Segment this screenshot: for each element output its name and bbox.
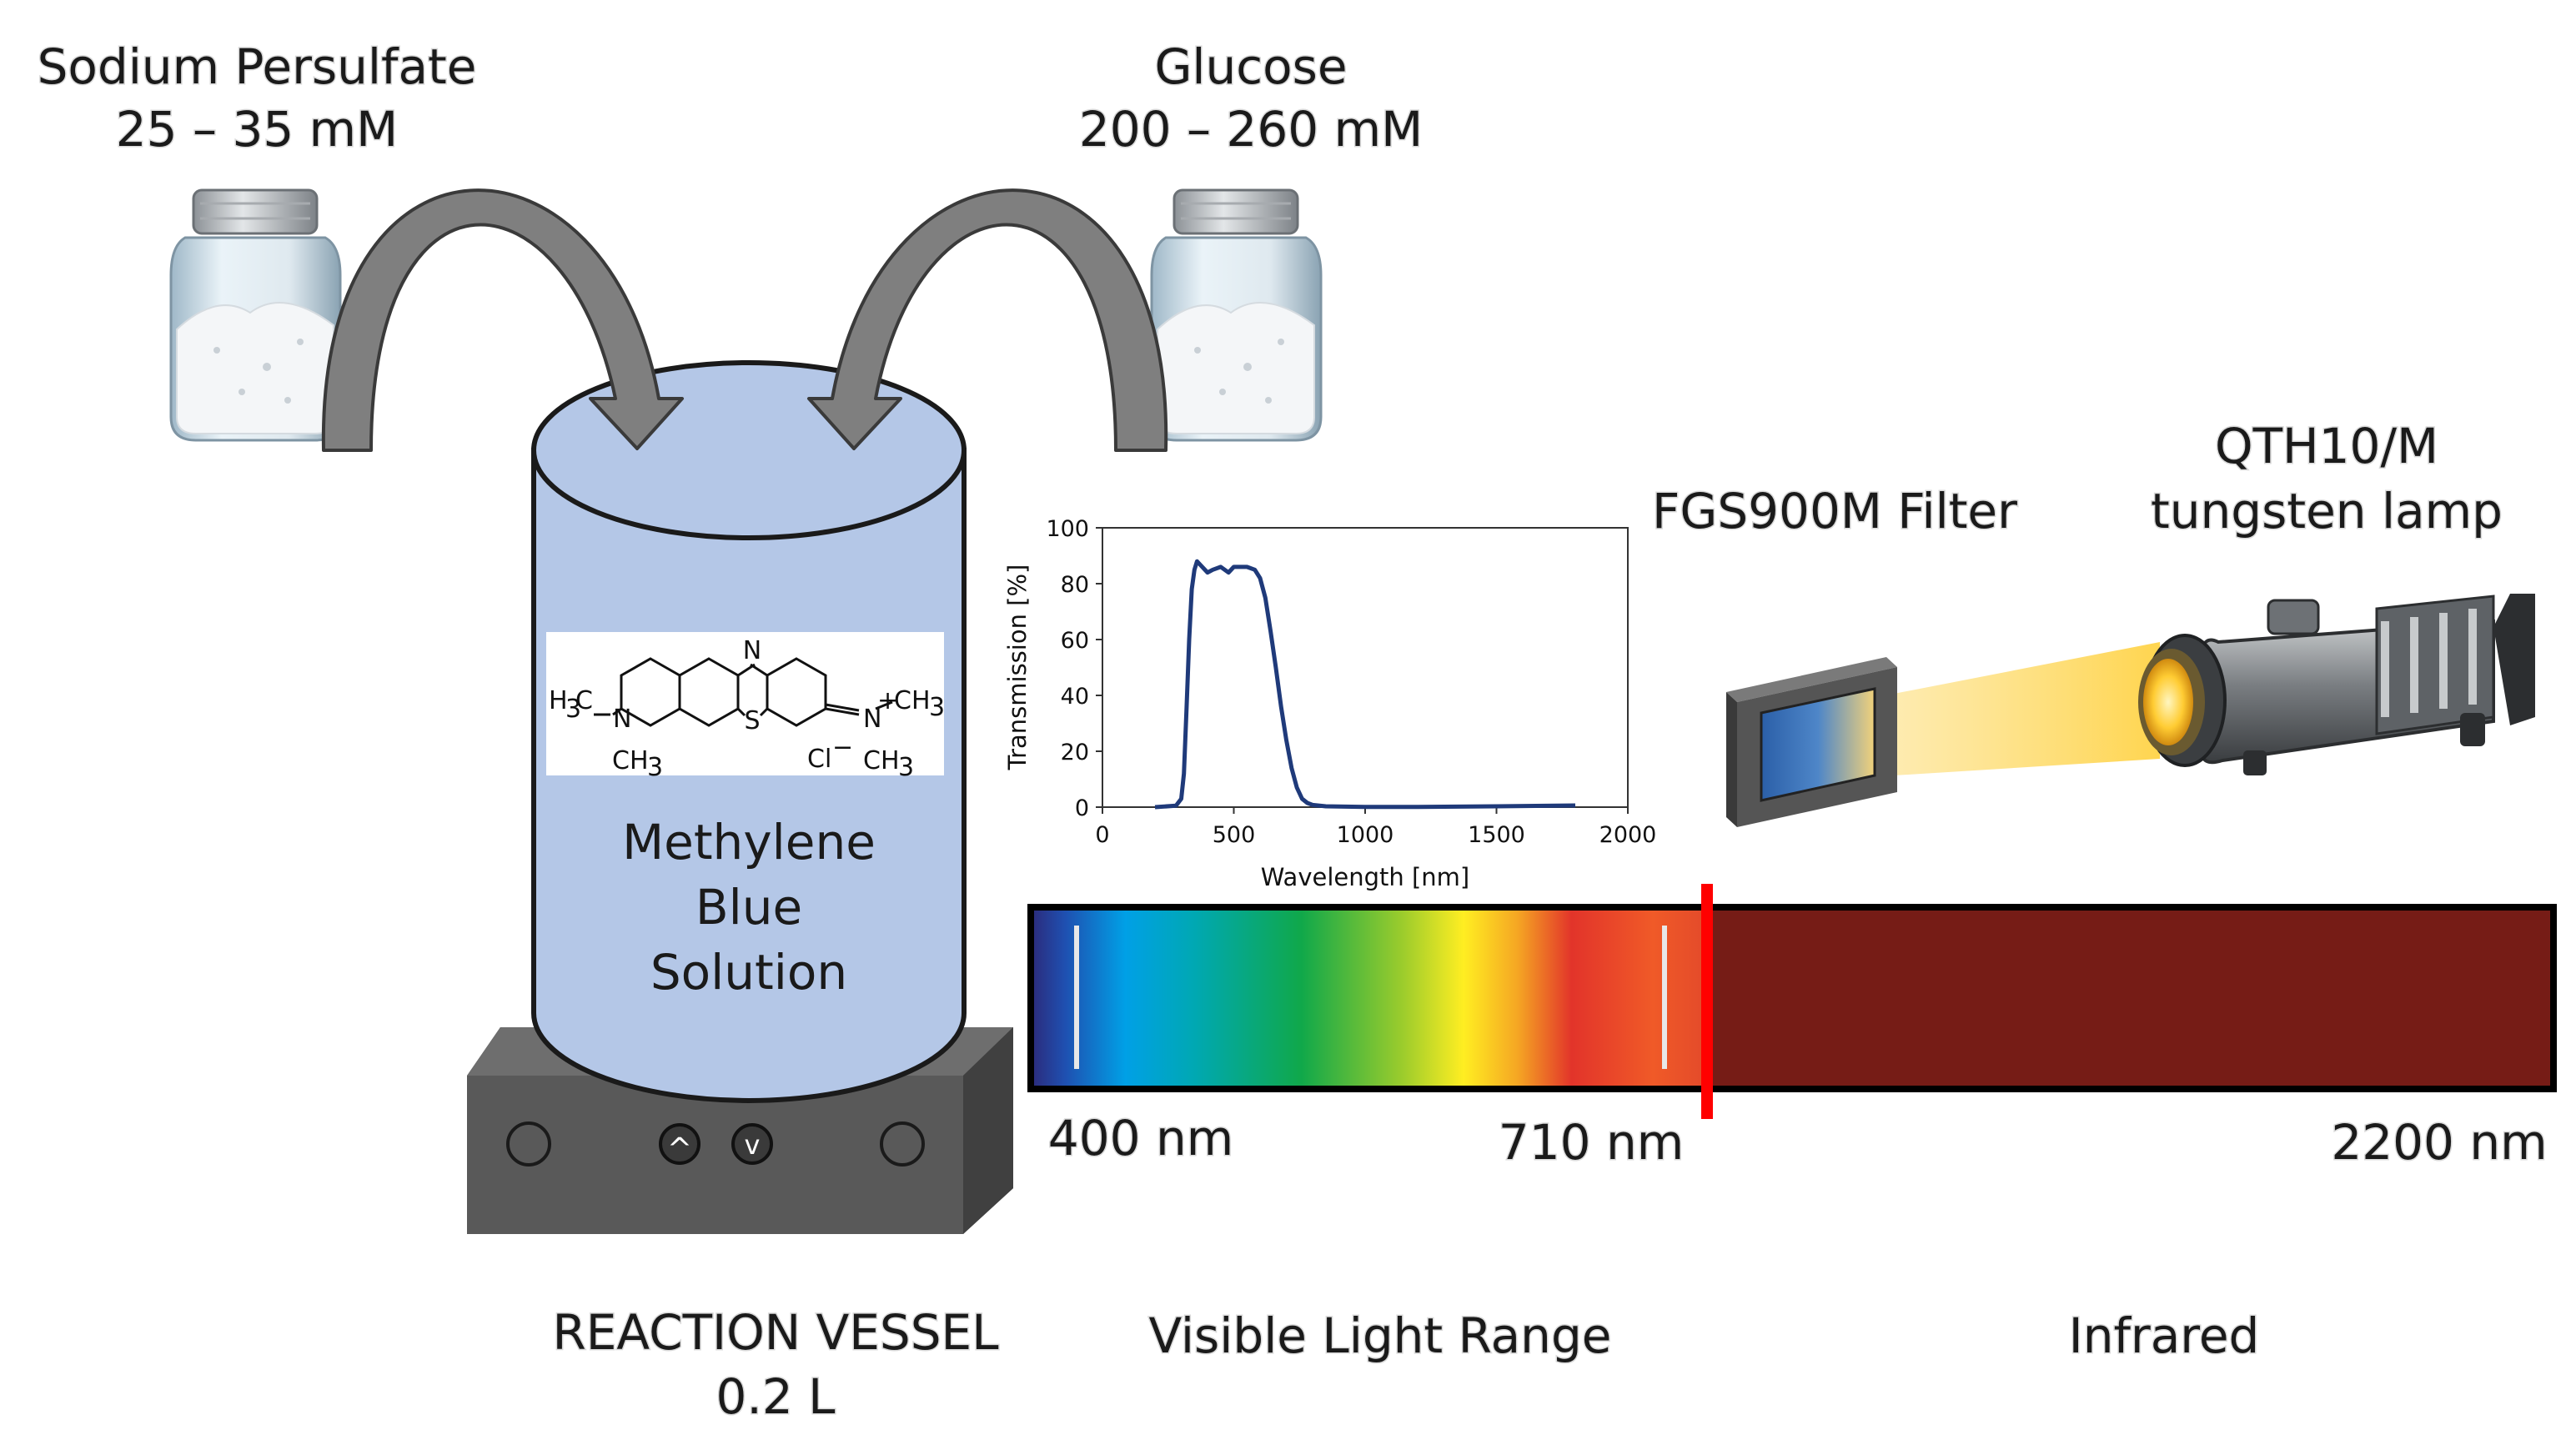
- glucose-arrow: [807, 188, 1168, 452]
- y-tick-label: 20: [1061, 740, 1089, 765]
- cutoff-line: [1701, 884, 1713, 1119]
- transmission-chart: 0 500 1000 1500 2000 0 20 40 60 80 100 Wavelength…: [1003, 516, 1656, 891]
- x-tick-label: 2000: [1599, 822, 1657, 848]
- infrared-region: [1707, 907, 2553, 1089]
- y-tick-label: 0: [1075, 795, 1089, 821]
- counter-minus: −: [832, 733, 853, 762]
- counter-ion: Cl: [807, 745, 831, 774]
- chart-frame: [1102, 527, 1629, 808]
- transmission-curve: [1154, 559, 1576, 810]
- right-ch: CH: [894, 686, 931, 715]
- solution-line2: Blue: [695, 879, 802, 936]
- label-400nm: 400 nm: [1048, 1110, 1233, 1167]
- right-sub3: 3: [929, 693, 945, 722]
- persulfate-jar-icon: [169, 188, 342, 442]
- down-symbol: v: [745, 1129, 761, 1161]
- y-tick-label: 100: [1046, 516, 1089, 542]
- spectrum-bar: [1027, 884, 2557, 1119]
- up-symbol: ^: [667, 1132, 692, 1167]
- left-sub3: 3: [565, 695, 581, 724]
- stirrer-up-button[interactable]: ^: [659, 1123, 700, 1167]
- right-n: N: [863, 705, 881, 734]
- stirrer-down-button[interactable]: v: [731, 1123, 773, 1165]
- light-beam: [1868, 642, 2160, 777]
- filter-label: FGS900M Filter: [1652, 483, 2017, 539]
- stirrer-knob-right[interactable]: [880, 1121, 925, 1167]
- glucose-jar-icon: [1150, 188, 1323, 442]
- left-n: N: [613, 705, 631, 734]
- marker-400nm: [1074, 926, 1079, 1069]
- right-ch-bottom: CH: [863, 746, 900, 775]
- tungsten-lamp-icon: [2138, 594, 2535, 775]
- y-tick-label: 40: [1061, 684, 1089, 710]
- y-ticks: 0 20 40 60 80 100: [1046, 516, 1102, 821]
- visible-range-label: Visible Light Range: [1149, 1307, 1612, 1364]
- right-sub3-bottom: 3: [898, 753, 914, 782]
- x-tick-label: 1000: [1337, 822, 1394, 848]
- x-tick-label: 1500: [1468, 822, 1525, 848]
- right-plus: +: [877, 686, 898, 715]
- s-center: S: [744, 706, 760, 735]
- persulfate-concentration: 25 – 35 mM: [116, 101, 398, 158]
- x-ticks: 0 500 1000 1500 2000: [1095, 807, 1656, 848]
- glucose-concentration: 200 – 260 mM: [1079, 101, 1423, 158]
- stirrer-knob-left[interactable]: [506, 1121, 551, 1167]
- x-tick-label: 500: [1213, 822, 1256, 848]
- solution-line1: Methylene: [622, 814, 876, 871]
- filter-icon: [1726, 657, 1897, 827]
- y-tick-label: 60: [1061, 628, 1089, 654]
- glucose-name: Glucose: [1154, 38, 1347, 95]
- left-h: H: [549, 686, 568, 715]
- left-ch-bottom: CH: [612, 746, 649, 775]
- label-2200nm: 2200 nm: [2331, 1114, 2547, 1171]
- infrared-label: Infrared: [2069, 1307, 2260, 1364]
- solution-line3: Solution: [650, 944, 847, 1001]
- visible-spectrum: [1031, 907, 1707, 1089]
- lamp-label-line1: QTH10/M: [2215, 418, 2438, 474]
- persulfate-arrow: [321, 188, 684, 452]
- left-c: C: [575, 686, 593, 715]
- y-tick-label: 80: [1061, 572, 1089, 598]
- left-sub3-bottom: 3: [647, 753, 663, 782]
- vessel-caption-line1: REACTION VESSEL: [552, 1304, 998, 1361]
- methylene-blue-structure: N S H 3 C N CH 3 N + CH 3 CH 3 Cl −: [546, 632, 945, 782]
- x-axis-title: Wavelength [nm]: [1261, 863, 1470, 891]
- y-axis-title: Transmission [%]: [1003, 564, 1032, 771]
- n-top: N: [743, 636, 761, 665]
- label-710nm: 710 nm: [1499, 1114, 1684, 1171]
- marker-710nm: [1662, 926, 1667, 1069]
- lamp-label-line2: tungsten lamp: [2151, 483, 2503, 539]
- x-tick-label: 0: [1095, 822, 1109, 848]
- vessel-caption-line2: 0.2 L: [716, 1368, 836, 1425]
- persulfate-name: Sodium Persulfate: [38, 38, 477, 95]
